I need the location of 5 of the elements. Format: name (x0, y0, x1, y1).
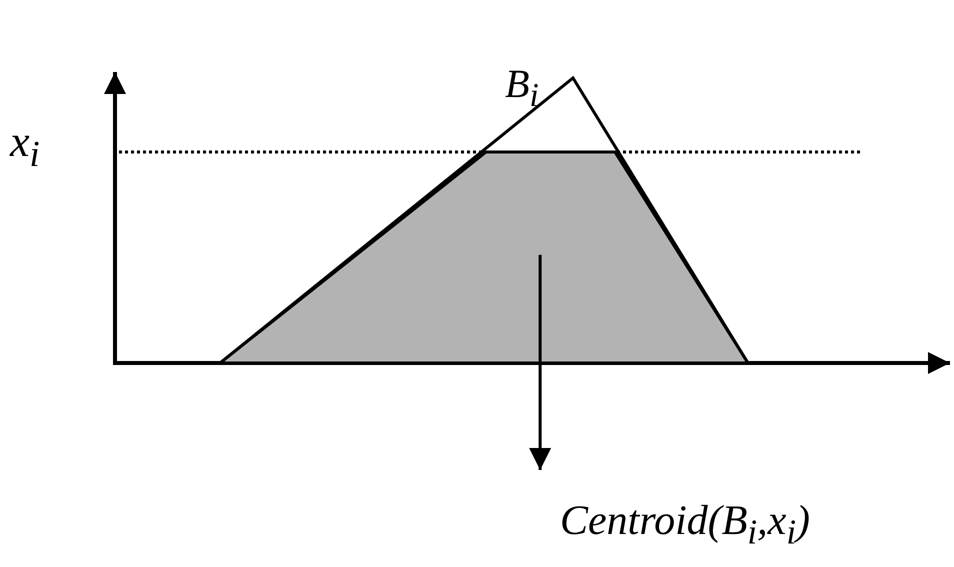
leader-line (529, 254, 552, 470)
shaded-area (220, 150, 750, 364)
centroid-label: Centroid(B$_{i}$,x$_{i}$) (560, 500, 810, 550)
set-label: B$_{i}$ (505, 64, 539, 112)
axis-label: x$_{i}$ (10, 120, 40, 172)
